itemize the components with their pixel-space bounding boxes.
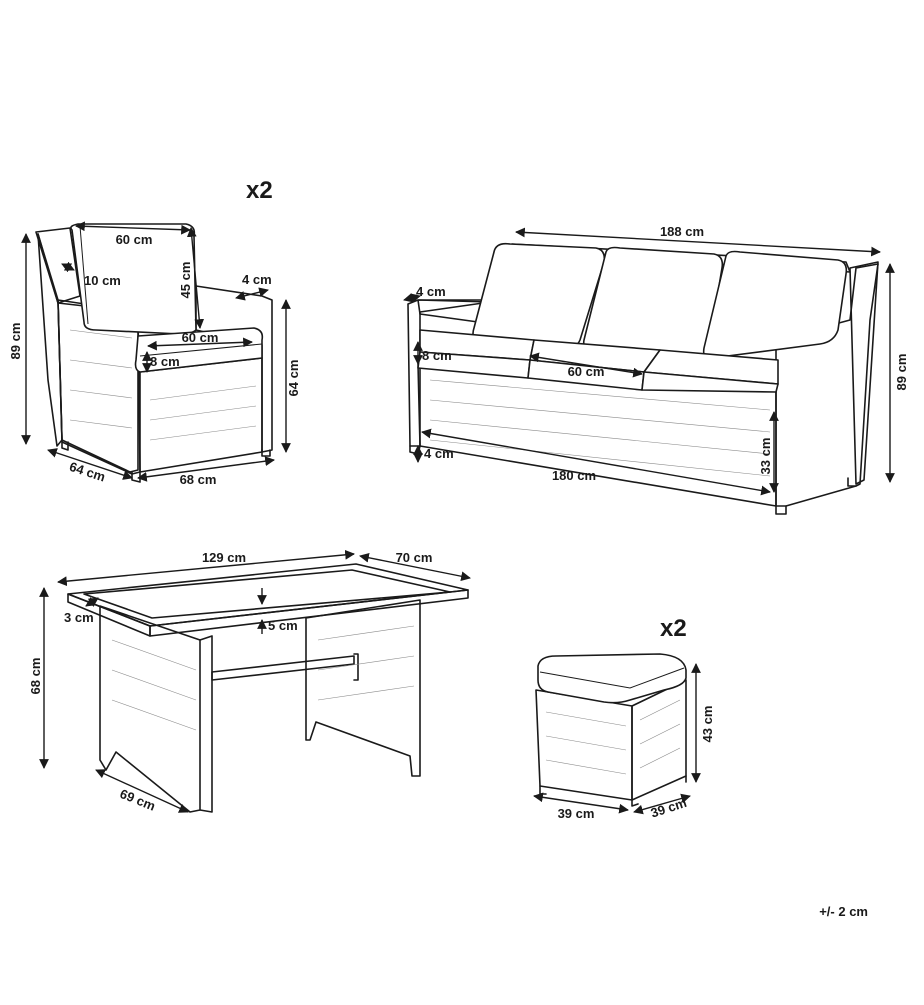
sofa-dim-leg-height: 4 cm	[424, 446, 454, 461]
sofa-dim-seat-cushion-width: 60 cm	[568, 364, 605, 379]
armchair-back-cushion	[70, 223, 197, 335]
armchair-dim-arm-width: 4 cm	[242, 272, 272, 287]
armchair-drawing: 60 cm 10 cm 45 cm 4 cm 60 cm 8 cm 89 cm …	[8, 177, 301, 487]
table-dim-base-depth: 69 cm	[118, 786, 158, 814]
sofa-dim-cushion-thickness: 8 cm	[422, 348, 452, 363]
table-left-leg	[99, 605, 201, 813]
table-right-leg	[305, 599, 421, 777]
sofa-dim-height: 89 cm	[894, 354, 909, 391]
table-dim-length: 129 cm	[202, 550, 246, 565]
footstool-dim-width: 39 cm	[558, 806, 595, 821]
sofa-back-cushion-left	[472, 242, 606, 350]
armchair-dim-total-height: 89 cm	[8, 323, 23, 360]
armchair-dim-backrest-width: 60 cm	[116, 232, 153, 247]
armchair-dim-width: 68 cm	[180, 472, 217, 487]
footstool-quantity: x2	[660, 615, 687, 642]
footstool-base	[535, 689, 633, 801]
armchair-dim-backrest-width-line	[75, 221, 191, 235]
armchair-dim-seat-width: 60 cm	[182, 330, 219, 345]
sofa-dim-width: 188 cm	[660, 224, 704, 239]
table-stretcher	[211, 655, 355, 681]
armchair-right-arm	[195, 285, 273, 453]
table-dim-height: 68 cm	[28, 658, 43, 695]
footstool-drawing: 43 cm 39 cm 39 cm x2	[533, 615, 715, 821]
footstool-cushion	[537, 653, 687, 704]
table-dim-frame-border: 3 cm	[64, 610, 94, 625]
sofa-dim-seat-height: 33 cm	[758, 438, 773, 475]
sofa-dim-seat-length: 180 cm	[552, 468, 596, 483]
armchair-left-arm-side	[37, 233, 63, 447]
sofa-back-cushion-right	[702, 250, 848, 360]
footstool-dim-height: 43 cm	[700, 706, 715, 743]
dining-table-drawing: 129 cm 70 cm 3 cm 5 cm 68 cm 69 cm	[28, 549, 471, 814]
tolerance-note: +/- 2 cm	[819, 904, 868, 919]
sofa-drawing: 188 cm 4 cm 8 cm 60 cm 89 cm 4 cm 180 cm…	[403, 224, 909, 515]
armchair-dim-arm-height: 64 cm	[286, 360, 301, 397]
armchair-dim-backrest-thickness: 10 cm	[84, 273, 121, 288]
armchair-seat-base	[139, 357, 263, 473]
sofa-right-arm	[775, 263, 879, 507]
table-dim-top-thickness: 5 cm	[268, 618, 298, 633]
armchair-dim-backrest-height: 45 cm	[178, 262, 193, 299]
sofa-back-cushion-middle	[582, 246, 724, 360]
table-dim-width: 70 cm	[396, 550, 433, 565]
armchair-quantity: x2	[246, 177, 273, 204]
sofa-dim-arm-width: 4 cm	[416, 284, 446, 299]
footstool-dim-depth: 39 cm	[649, 795, 689, 821]
armchair-dim-cushion-thickness: 8 cm	[150, 354, 180, 369]
